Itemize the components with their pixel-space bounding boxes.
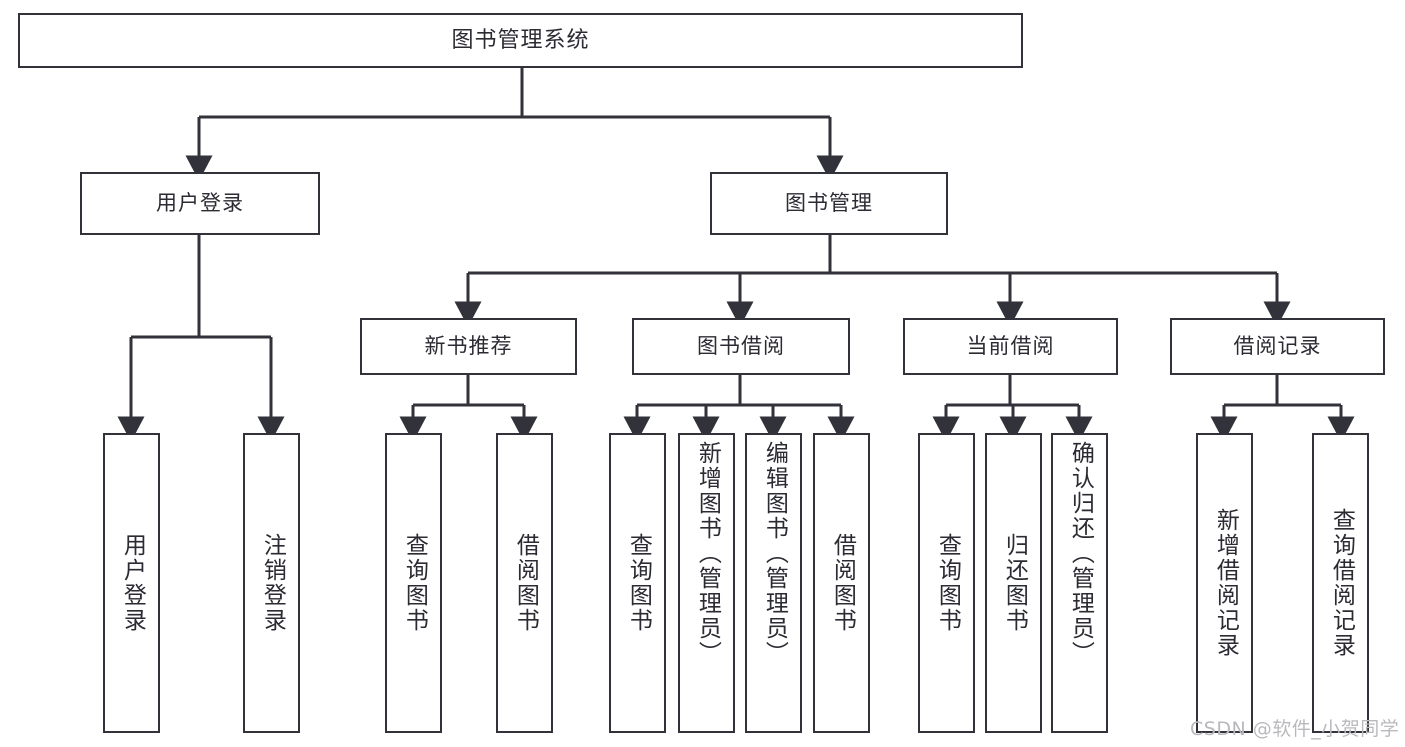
node-new-book-recommend-label: 新书推荐 [424, 334, 513, 359]
node-book-management[interactable]: 图书管理 [710, 172, 948, 235]
leaf-label: 查询借阅记录 [1328, 508, 1355, 658]
node-user-login[interactable]: 用户登录 [80, 172, 320, 235]
node-book-management-label: 图书管理 [785, 191, 873, 216]
leaf-current-borrow-confirm-return[interactable]: 确认归还（管理员） [1051, 433, 1108, 733]
leaf-user-login-signout[interactable]: 注销登录 [243, 433, 300, 733]
leaf-label: 用户登录 [119, 533, 146, 633]
leaf-label: 新增借阅记录 [1212, 508, 1239, 658]
leaf-book-borrow-lend[interactable]: 借阅图书 [813, 433, 870, 733]
node-book-borrow[interactable]: 图书借阅 [632, 318, 850, 375]
leaf-label: 确认归还（管理员） [1067, 441, 1094, 666]
leaf-label: 查询图书 [401, 533, 428, 633]
node-root-label: 图书管理系统 [451, 27, 590, 53]
node-current-borrow-label: 当前借阅 [966, 334, 1055, 359]
node-borrow-record[interactable]: 借阅记录 [1170, 318, 1385, 375]
leaf-label: 注销登录 [259, 533, 286, 633]
node-user-login-label: 用户登录 [156, 191, 244, 216]
leaf-label: 新增图书（管理员） [694, 441, 721, 666]
leaf-book-borrow-edit[interactable]: 编辑图书（管理员） [745, 433, 802, 733]
leaf-label: 借阅图书 [829, 533, 856, 633]
leaf-label: 编辑图书（管理员） [761, 441, 788, 666]
node-borrow-record-label: 借阅记录 [1233, 334, 1322, 359]
leaf-book-borrow-add[interactable]: 新增图书（管理员） [678, 433, 735, 733]
leaf-current-borrow-return[interactable]: 归还图书 [985, 433, 1042, 733]
node-book-borrow-label: 图书借阅 [697, 334, 785, 359]
leaf-label: 查询图书 [625, 533, 652, 633]
leaf-borrow-record-add[interactable]: 新增借阅记录 [1196, 433, 1253, 733]
node-root[interactable]: 图书管理系统 [18, 13, 1023, 68]
leaf-new-book-borrow[interactable]: 借阅图书 [496, 433, 553, 733]
leaf-borrow-record-query[interactable]: 查询借阅记录 [1312, 433, 1369, 733]
leaf-label: 查询图书 [934, 533, 961, 633]
leaf-book-borrow-query[interactable]: 查询图书 [609, 433, 666, 733]
leaf-new-book-query[interactable]: 查询图书 [385, 433, 442, 733]
leaf-label: 借阅图书 [512, 533, 539, 633]
node-current-borrow[interactable]: 当前借阅 [903, 318, 1118, 375]
node-new-book-recommend[interactable]: 新书推荐 [360, 318, 577, 375]
leaf-user-login-signin[interactable]: 用户登录 [103, 433, 160, 733]
leaf-current-borrow-query[interactable]: 查询图书 [918, 433, 975, 733]
leaf-label: 归还图书 [1001, 533, 1028, 633]
watermark: CSDN @软件_小贺同学 [1190, 718, 1400, 740]
